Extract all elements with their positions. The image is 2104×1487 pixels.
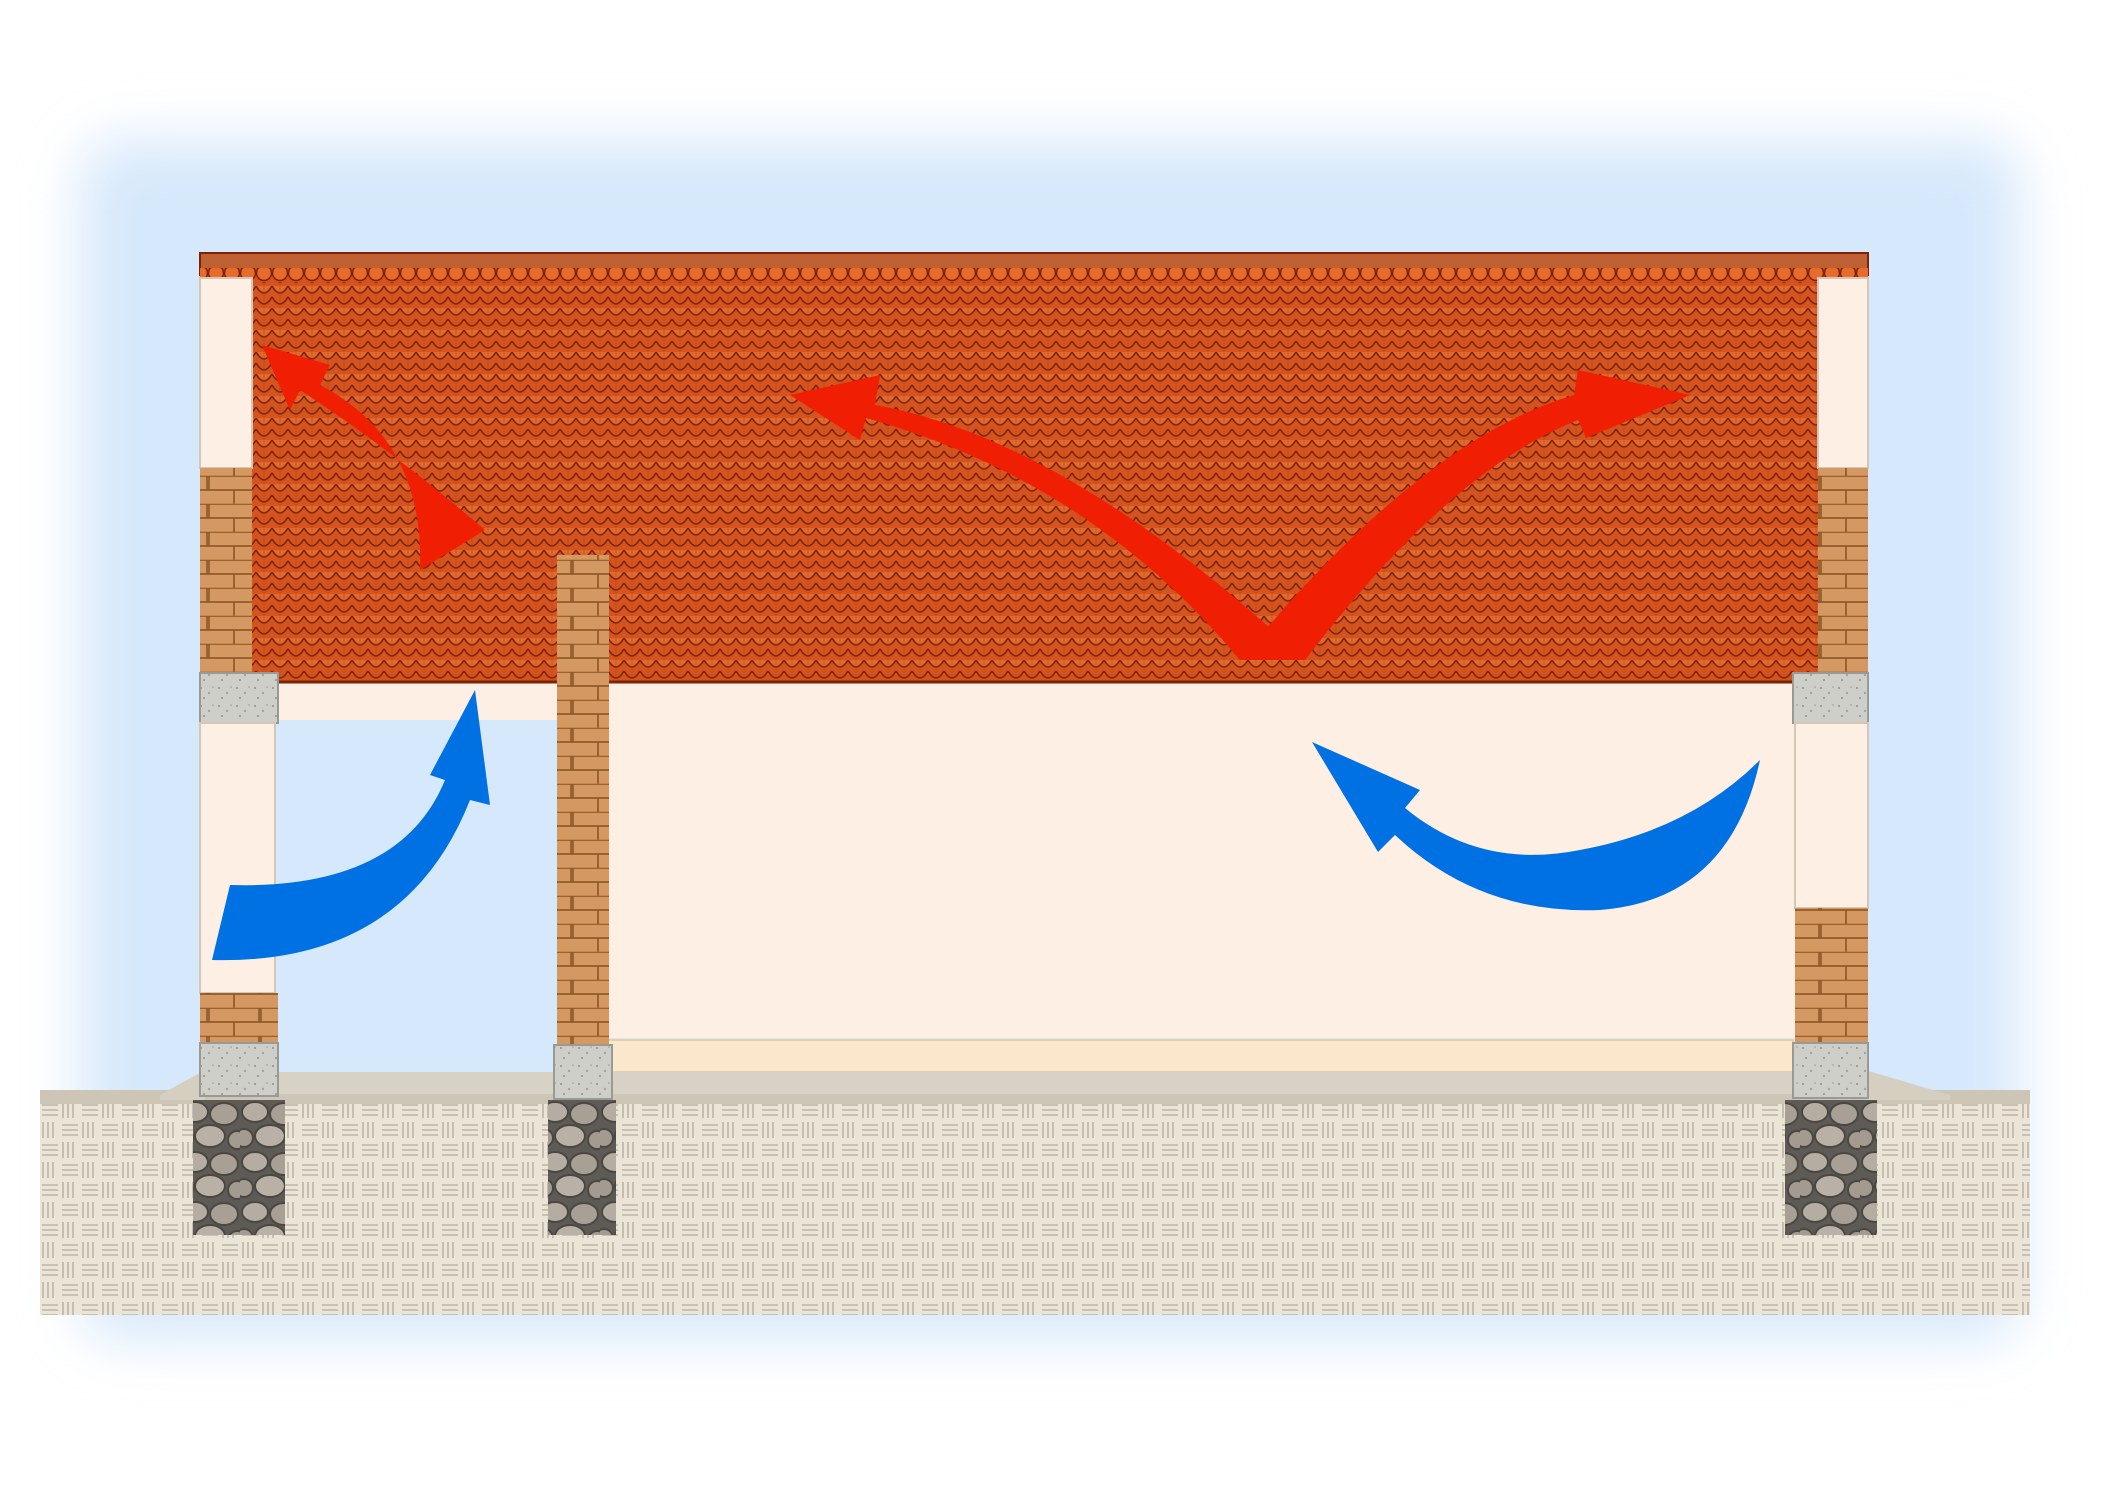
ground <box>40 1070 2030 1315</box>
roof <box>199 252 1869 684</box>
warm-air-rising-left <box>262 345 485 570</box>
cool-air-circulating-right <box>1312 742 1760 911</box>
warm-airflow <box>262 345 1690 660</box>
middle-pillar <box>548 555 616 1235</box>
cool-airflow <box>212 690 1760 961</box>
warm-air-rising-center-left <box>790 375 1305 660</box>
warm-air-rising-center-right <box>1240 370 1690 660</box>
cool-air-entering-left <box>212 690 490 961</box>
right-wall <box>1785 277 1877 1235</box>
left-wall <box>193 277 285 1235</box>
